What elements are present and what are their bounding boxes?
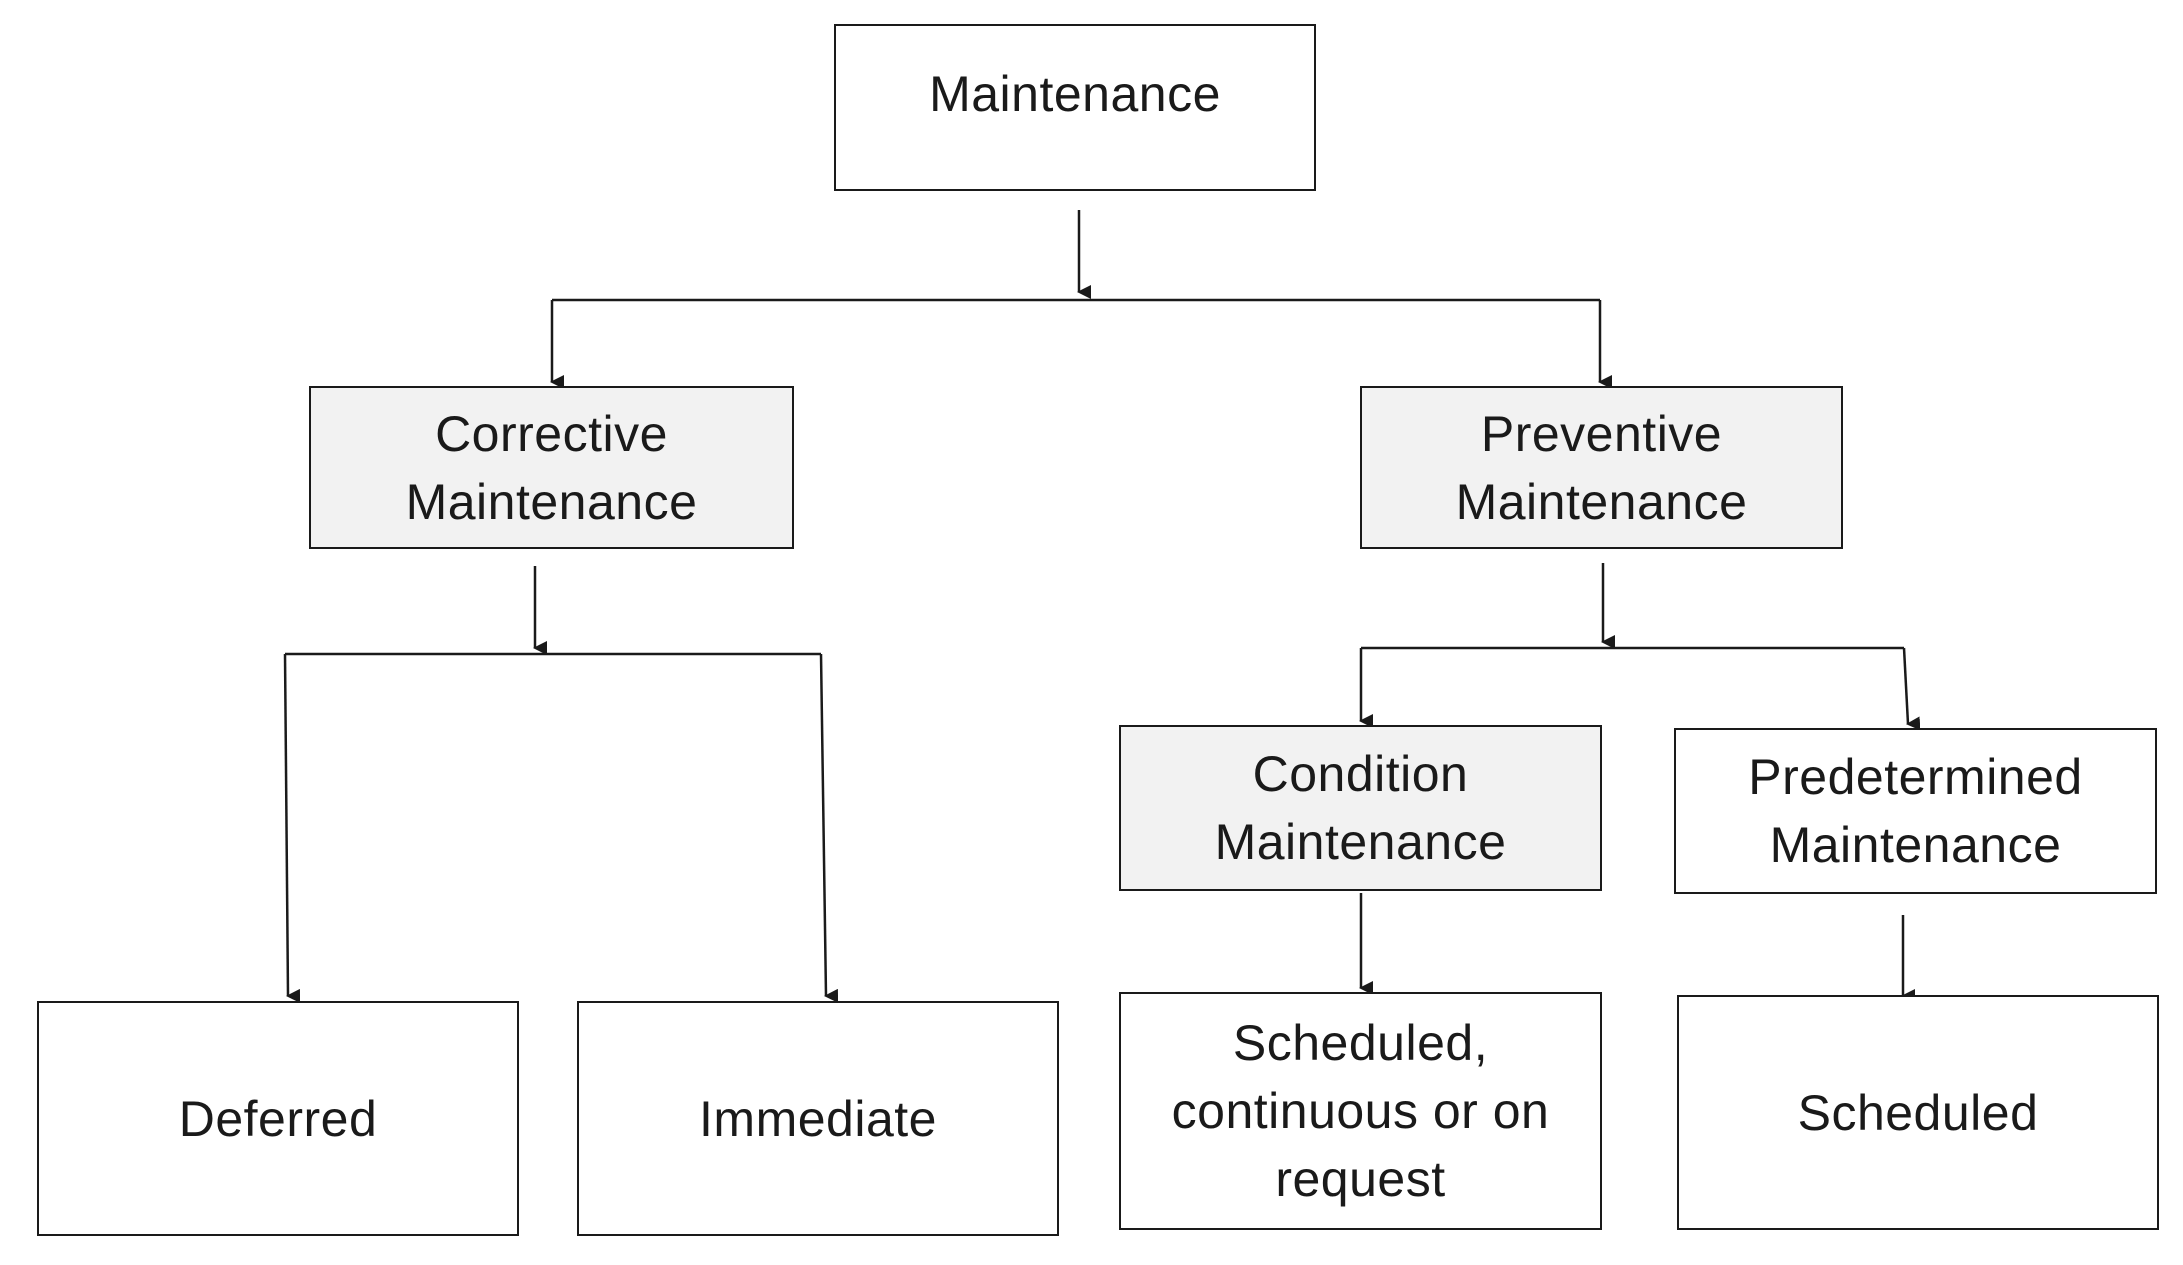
node-maintenance-line: Maintenance xyxy=(929,66,1221,122)
node-scheduled-continuous-label: Scheduled, continuous or on request xyxy=(1172,1009,1550,1213)
node-scheduled-continuous-line-3: request xyxy=(1275,1151,1446,1207)
node-preventive-maintenance: Preventive Maintenance xyxy=(1360,386,1843,549)
node-predetermined-line-1: Predetermined xyxy=(1748,749,2083,805)
node-scheduled-line: Scheduled xyxy=(1797,1084,2039,1141)
node-corrective-maintenance: Corrective Maintenance xyxy=(309,386,794,549)
node-immediate-line: Immediate xyxy=(699,1090,937,1147)
node-preventive-line-2: Maintenance xyxy=(1455,473,1748,530)
edge-to-predetermined xyxy=(1902,647,1921,731)
node-predetermined-line-2: Maintenance xyxy=(1769,817,2062,873)
node-immediate-label: Immediate xyxy=(699,1085,937,1153)
node-predetermined-maintenance: Predetermined Maintenance xyxy=(1674,728,2157,894)
node-predetermined-maintenance-label: Predetermined Maintenance xyxy=(1748,743,2082,879)
node-scheduled-label: Scheduled xyxy=(1798,1079,2039,1147)
edge-to-immediate xyxy=(819,653,839,1003)
node-condition-line-2: Maintenance xyxy=(1214,814,1507,870)
node-deferred-label: Deferred xyxy=(179,1085,378,1153)
node-deferred: Deferred xyxy=(37,1001,519,1236)
node-deferred-line: Deferred xyxy=(178,1090,378,1147)
node-condition-maintenance: Condition Maintenance xyxy=(1119,725,1602,891)
node-immediate: Immediate xyxy=(577,1001,1059,1236)
node-corrective-line-2: Maintenance xyxy=(405,473,698,530)
node-corrective-line-1: Corrective xyxy=(435,405,668,462)
node-scheduled: Scheduled xyxy=(1677,995,2159,1230)
node-corrective-maintenance-label: Corrective Maintenance xyxy=(406,400,698,536)
node-scheduled-continuous-line-1: Scheduled, xyxy=(1232,1015,1489,1071)
node-scheduled-continuous-or-on-request: Scheduled, continuous or on request xyxy=(1119,992,1602,1230)
node-preventive-maintenance-label: Preventive Maintenance xyxy=(1456,400,1748,536)
node-maintenance: Maintenance xyxy=(834,24,1316,191)
node-condition-maintenance-label: Condition Maintenance xyxy=(1215,740,1507,876)
node-scheduled-continuous-line-2: continuous or on xyxy=(1171,1083,1550,1139)
node-preventive-line-1: Preventive xyxy=(1480,405,1723,462)
edge-to-deferred xyxy=(283,653,301,1003)
node-condition-line-1: Condition xyxy=(1252,746,1469,802)
node-maintenance-label: Maintenance xyxy=(929,60,1221,128)
